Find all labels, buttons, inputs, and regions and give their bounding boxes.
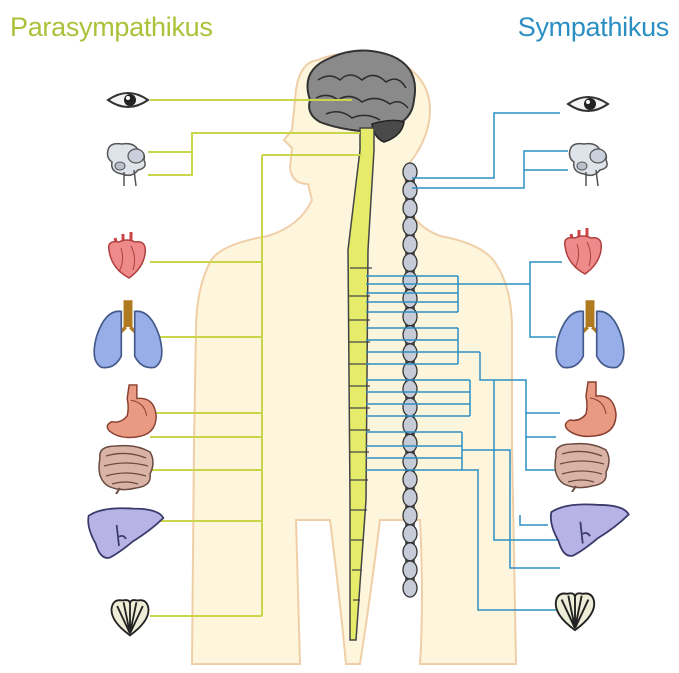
lungs-icon [94,300,162,367]
sympathetic-ganglion [403,489,417,507]
intestine-icon [555,444,609,492]
sympathetic-ganglion [403,199,417,217]
liver-icon [551,504,629,556]
sympathetic-ganglion [403,380,417,398]
liver-icon [88,508,163,558]
stomach-icon [107,385,156,438]
salivary-glands-icon [570,144,608,186]
intestine-icon [99,446,153,494]
sympathetic-ganglion [403,308,417,326]
lungs-icon [556,300,624,367]
sympathetic-ganglion [403,470,417,488]
sympathetic-ganglion [403,235,417,253]
bladder-icon [556,593,595,630]
sympathetic-ganglion [403,579,417,597]
stomach-icon [565,382,616,436]
sympathetic-ganglion [403,434,417,452]
sympathetic-ganglion [403,543,417,561]
eye-icon [568,97,608,111]
organs-right [551,97,629,630]
sympathetic-ganglion [403,181,417,199]
sympathetic-ganglion [403,344,417,362]
sympathetic-ganglion [403,217,417,235]
sympathetic-ganglion [403,561,417,579]
sympathetic-ganglion [403,253,417,271]
bladder-icon [112,600,149,635]
heart-icon [109,232,146,278]
sympathetic-ganglion [403,398,417,416]
sympathetic-ganglion [403,525,417,543]
eye-icon [108,93,148,107]
sympathetic-ganglion [403,272,417,290]
sympathetic-ganglion [403,507,417,525]
heart-icon [565,228,602,274]
salivary-glands-icon [108,144,146,186]
sympathetic-ganglion [403,452,417,470]
